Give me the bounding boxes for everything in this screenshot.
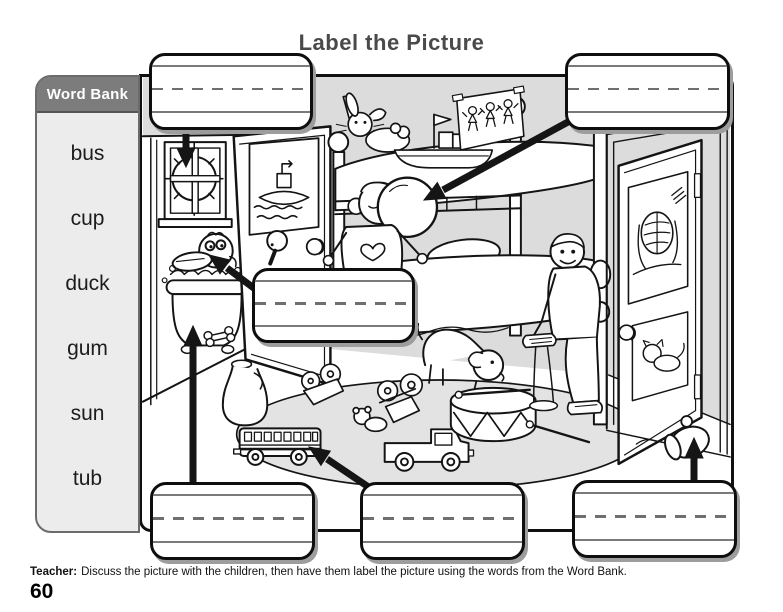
closet-door <box>232 125 332 387</box>
guide-line-top <box>568 65 727 68</box>
floor-sneaker <box>566 399 603 416</box>
word-bank-word-tub: tub <box>72 467 103 490</box>
guide-line-bottom <box>152 111 310 114</box>
girl-drawing <box>322 176 439 301</box>
duck-drawing <box>171 231 237 272</box>
word-bank-list: bus cup duck gum sun tub <box>37 121 138 511</box>
drum-drawing <box>449 386 591 444</box>
answer-box-sun[interactable] <box>149 53 313 130</box>
word-bank-word-sun: sun <box>70 402 105 425</box>
teacher-note: Teacher:Discuss the picture with the chi… <box>30 566 760 578</box>
tricycle-and-bear <box>352 373 424 433</box>
answer-box-bus[interactable] <box>360 482 525 560</box>
dog-drawing <box>416 322 505 390</box>
gum-on-shoe <box>529 346 559 412</box>
held-sneaker <box>522 332 557 349</box>
guide-line-bottom <box>153 541 312 544</box>
guide-line-top <box>575 492 734 495</box>
knight-poster <box>627 170 689 305</box>
guide-line-top <box>255 279 412 282</box>
guide-line-bottom <box>575 539 734 542</box>
teacher-note-text: Discuss the picture with the children, t… <box>81 566 627 578</box>
guide-line-middle-dashed <box>363 517 522 520</box>
cat-poster <box>631 311 689 402</box>
answer-box-gum[interactable] <box>565 53 730 130</box>
teddy-bear <box>352 405 388 433</box>
guide-line-bottom <box>568 111 727 114</box>
page-number: 60 <box>30 580 54 603</box>
answer-box-tub[interactable] <box>150 482 315 560</box>
guide-line-bottom <box>363 541 522 544</box>
teacher-note-label: Teacher: <box>30 566 78 578</box>
paddle-drawing <box>266 229 288 266</box>
overturned-toy <box>300 363 345 406</box>
word-bank-word-cup: cup <box>70 207 105 230</box>
submarine-drawing <box>253 160 310 220</box>
word-bank-word-bus: bus <box>70 142 105 165</box>
guide-line-middle-dashed <box>153 517 312 520</box>
guide-line-bottom <box>255 324 412 327</box>
jug-drawing <box>221 359 269 427</box>
guide-line-top <box>153 494 312 497</box>
guide-line-top <box>152 65 310 68</box>
toy-bus <box>233 427 322 466</box>
bone-drawing <box>203 325 236 348</box>
answer-box-cup[interactable] <box>572 480 737 558</box>
toy-rabbit <box>335 92 411 153</box>
guide-line-middle-dashed <box>575 515 734 518</box>
answer-box-duck[interactable] <box>252 268 415 343</box>
submarine-poster <box>248 137 320 236</box>
guide-line-middle-dashed <box>568 87 727 91</box>
guide-line-middle-dashed <box>255 302 412 305</box>
page-title: Label the Picture <box>298 30 485 55</box>
boy-drawing <box>522 233 603 416</box>
bedroom-door <box>605 111 731 466</box>
guide-line-top <box>363 494 522 497</box>
window-with-sun <box>157 141 233 228</box>
closet-doorknob <box>305 237 325 256</box>
scene-frame <box>139 74 734 532</box>
word-bank-word-duck: duck <box>65 272 110 295</box>
scene-illustration <box>142 77 731 490</box>
guide-line-middle-dashed <box>152 87 310 91</box>
toy-truck <box>383 428 475 472</box>
word-bank-word-gum: gum <box>67 337 108 360</box>
word-bank-header: Word Bank <box>37 77 138 113</box>
gum-bubble <box>376 176 439 239</box>
bedroom-doorknob <box>618 324 636 341</box>
word-bank-panel: Word Bank bus cup duck gum sun tub <box>35 75 140 533</box>
